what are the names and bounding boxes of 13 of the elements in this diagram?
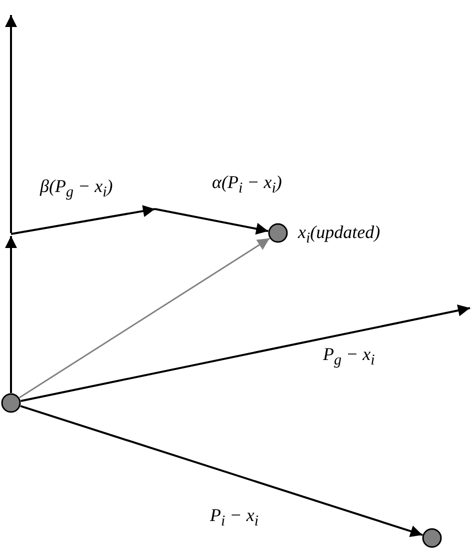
vector-label: P$_{i}$ − x$_{i}$ xyxy=(210,505,258,532)
point-label: x$_{i}$(updated) xyxy=(298,222,380,249)
point-circle xyxy=(268,223,288,243)
arrow xyxy=(154,208,268,235)
point-circle xyxy=(422,528,442,548)
vector-label: β(P$_{g}$ − x$_{i}$) xyxy=(40,176,113,203)
point-circle xyxy=(1,393,21,413)
arrow xyxy=(20,304,470,402)
arrow xyxy=(20,405,423,537)
arrow xyxy=(19,238,270,398)
arrow xyxy=(5,236,17,393)
vector-label: P$_{g}$ − x$_{i}$ xyxy=(323,344,375,371)
vector-label: α(P$_{i}$ − x$_{i}$) xyxy=(212,172,282,199)
